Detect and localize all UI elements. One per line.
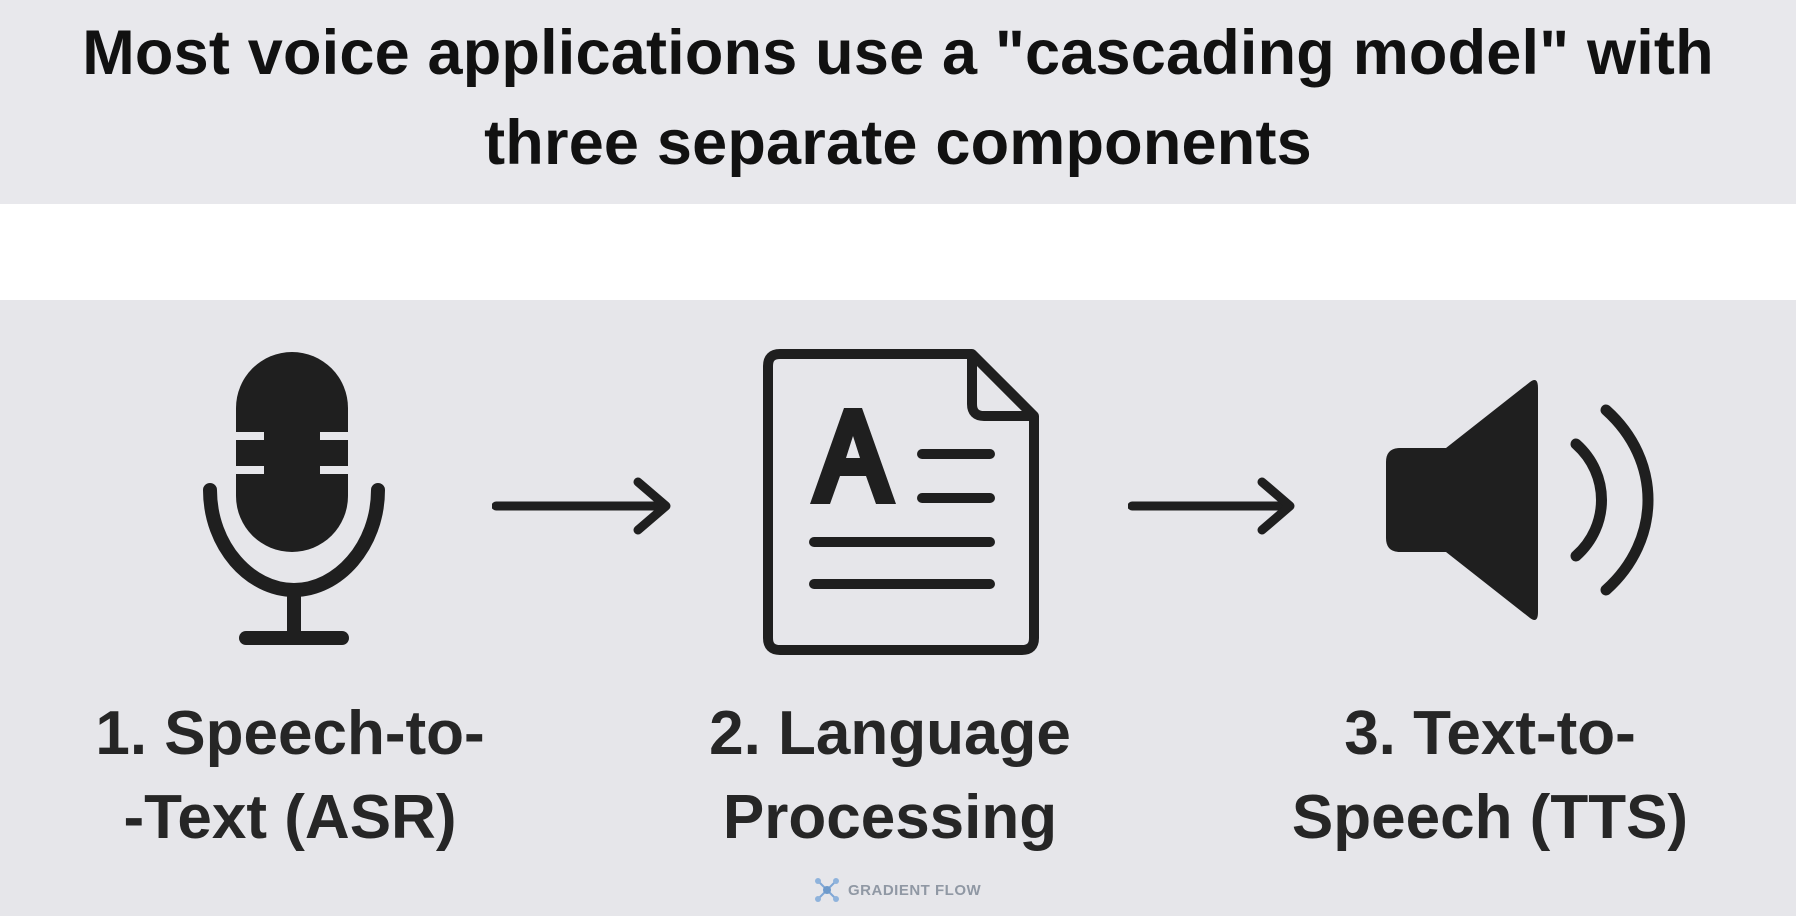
step-label-language-processing: 2. Language Processing	[660, 692, 1120, 860]
microphone-icon	[203, 352, 385, 645]
document-icon	[763, 349, 1039, 655]
step-label-line: 2. Language	[709, 699, 1071, 768]
speaker-icon	[1386, 380, 1654, 620]
page-title: Most voice applications use a "cascading…	[82, 18, 1714, 178]
step-label-line: 3. Text-to-	[1344, 699, 1636, 768]
step-label-line: -Text (ASR)	[123, 783, 457, 852]
step-label-tts: 3. Text-to- Speech (TTS)	[1240, 692, 1740, 860]
step-label-line: Speech (TTS)	[1291, 783, 1689, 852]
step-label-line: 1. Speech-to-	[95, 699, 485, 768]
network-logo-icon	[815, 878, 839, 902]
brand-name: GRADIENT FLOW	[848, 881, 982, 899]
header: Most voice applications use a "cascading…	[0, 0, 1796, 204]
spacer	[0, 204, 1796, 300]
step-label-asr: 1. Speech-to- -Text (ASR)	[60, 692, 520, 860]
cascade-diagram: 1. Speech-to- -Text (ASR) 2. Language Pr…	[0, 300, 1796, 916]
arrow-right-icon	[492, 477, 671, 535]
step-label-line: Processing	[722, 783, 1058, 852]
arrow-right-icon	[1128, 477, 1295, 535]
brand-logo: GRADIENT FLOW	[812, 872, 981, 908]
